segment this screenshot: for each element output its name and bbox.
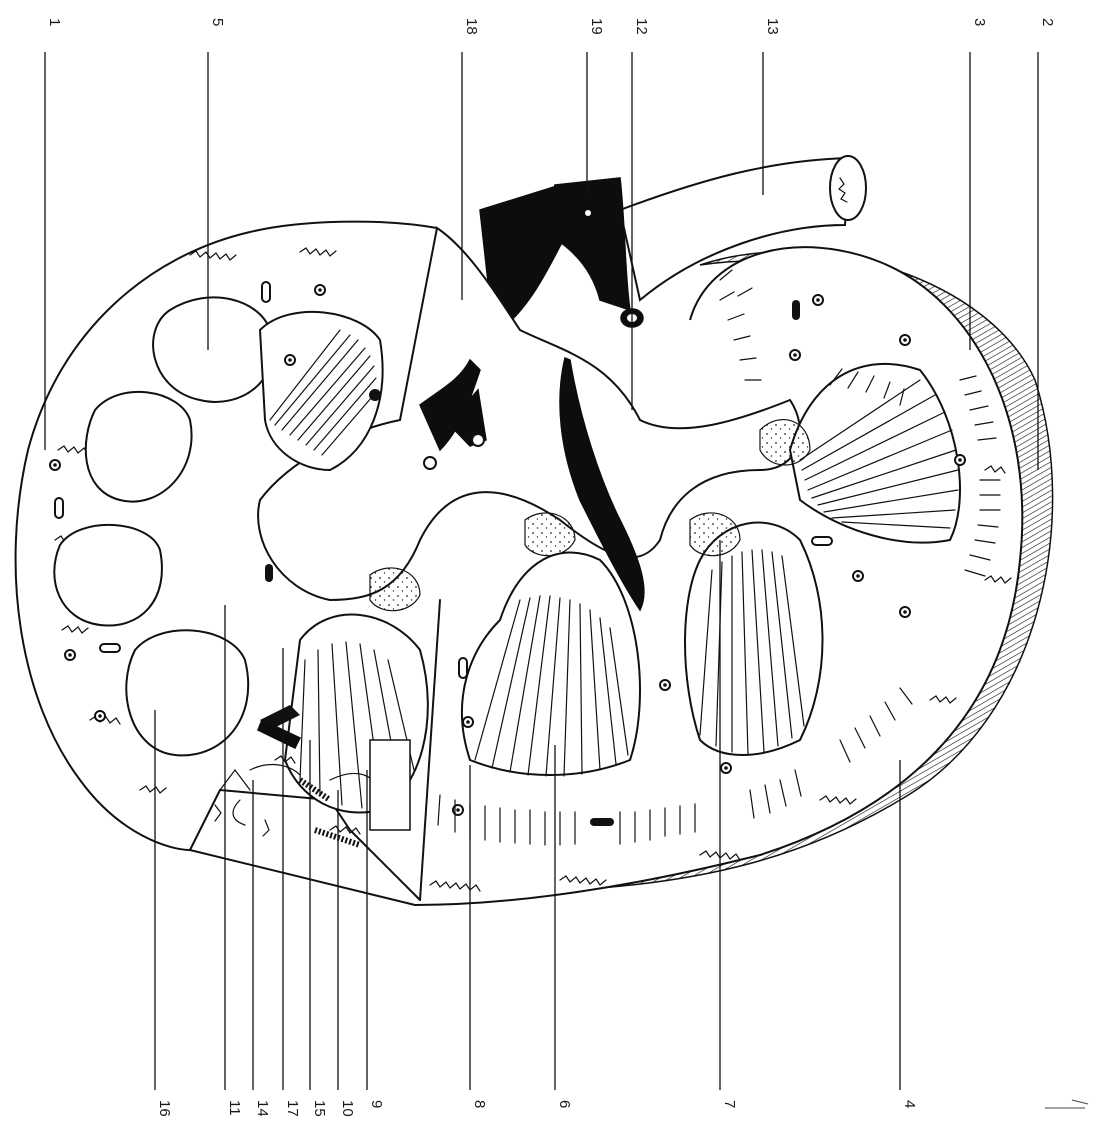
- label-19: 19: [588, 18, 605, 35]
- label-11: 11: [226, 1100, 243, 1116]
- label-15: 15: [311, 1100, 328, 1117]
- calyx-circle-1: [153, 297, 273, 402]
- kidney-illustration: [16, 156, 1053, 905]
- label-7: 7: [721, 1100, 738, 1108]
- label-17: 17: [284, 1100, 301, 1117]
- bottom-labels: 16 11 14 17 15 10 9 8 6 7 4: [156, 1100, 918, 1117]
- label-18: 18: [463, 18, 480, 35]
- calyx-circle-3: [54, 525, 162, 626]
- label-16: 16: [156, 1100, 173, 1117]
- label-9: 9: [368, 1100, 385, 1108]
- label-6: 6: [556, 1100, 573, 1108]
- label-14: 14: [254, 1100, 271, 1117]
- label-13: 13: [764, 18, 781, 35]
- label-1: 1: [46, 18, 63, 26]
- top-labels: 1 5 18 19 12 13 3 2: [46, 18, 1056, 35]
- vessel-stub: [472, 434, 484, 446]
- label-8: 8: [471, 1100, 488, 1108]
- label-12: 12: [633, 18, 650, 35]
- label-10: 10: [339, 1100, 356, 1117]
- vessel-dot: [585, 210, 591, 216]
- vessel-stub: [424, 457, 436, 469]
- corner-mark: [1045, 1100, 1088, 1108]
- ureter-opening: [830, 156, 866, 220]
- pyramid-mid-right: [685, 523, 823, 755]
- label-5: 5: [209, 18, 226, 26]
- label-3: 3: [971, 18, 988, 26]
- label-4: 4: [901, 1100, 918, 1108]
- label-2: 2: [1039, 18, 1056, 26]
